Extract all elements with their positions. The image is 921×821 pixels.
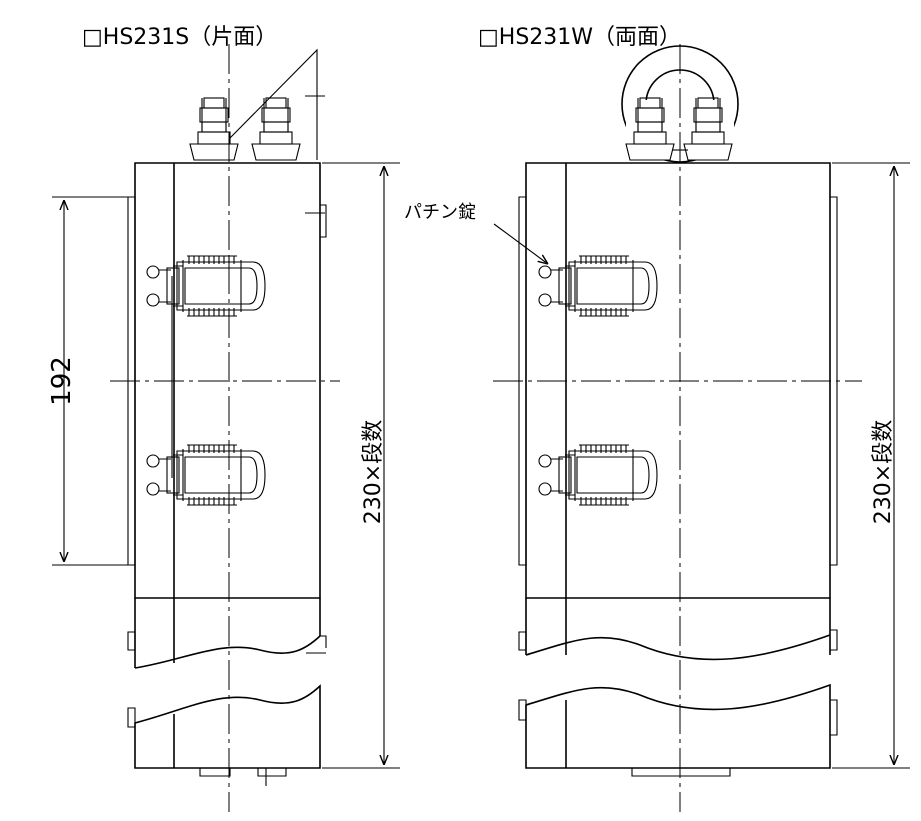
- dim-height-right: 230×段数: [832, 162, 910, 769]
- dim-height-left-label: 230×段数: [361, 420, 386, 524]
- dim-latch-spacing-label: 192: [47, 356, 77, 406]
- right-view: □HS231W（両面）: [404, 25, 910, 812]
- left-terminals: [189, 48, 325, 161]
- latch-leader: [493, 223, 548, 264]
- dim-height-left: 230×段数: [322, 162, 400, 769]
- left-view: □HS231S（片面）: [47, 25, 400, 812]
- right-view-title: □HS231W（両面）: [478, 25, 681, 50]
- right-case: [518, 162, 838, 777]
- latch-label: パチン錠: [404, 202, 476, 223]
- dim-height-right-label: 230×段数: [871, 420, 896, 524]
- left-lower-latch: [146, 444, 266, 506]
- right-lower-latch: [538, 444, 658, 506]
- left-view-title: □HS231S（片面）: [82, 25, 277, 50]
- terminal-cover: [229, 48, 318, 160]
- left-upper-latch: [146, 255, 266, 317]
- dim-latch-spacing: 192: [47, 196, 128, 566]
- right-upper-latch: [538, 255, 658, 317]
